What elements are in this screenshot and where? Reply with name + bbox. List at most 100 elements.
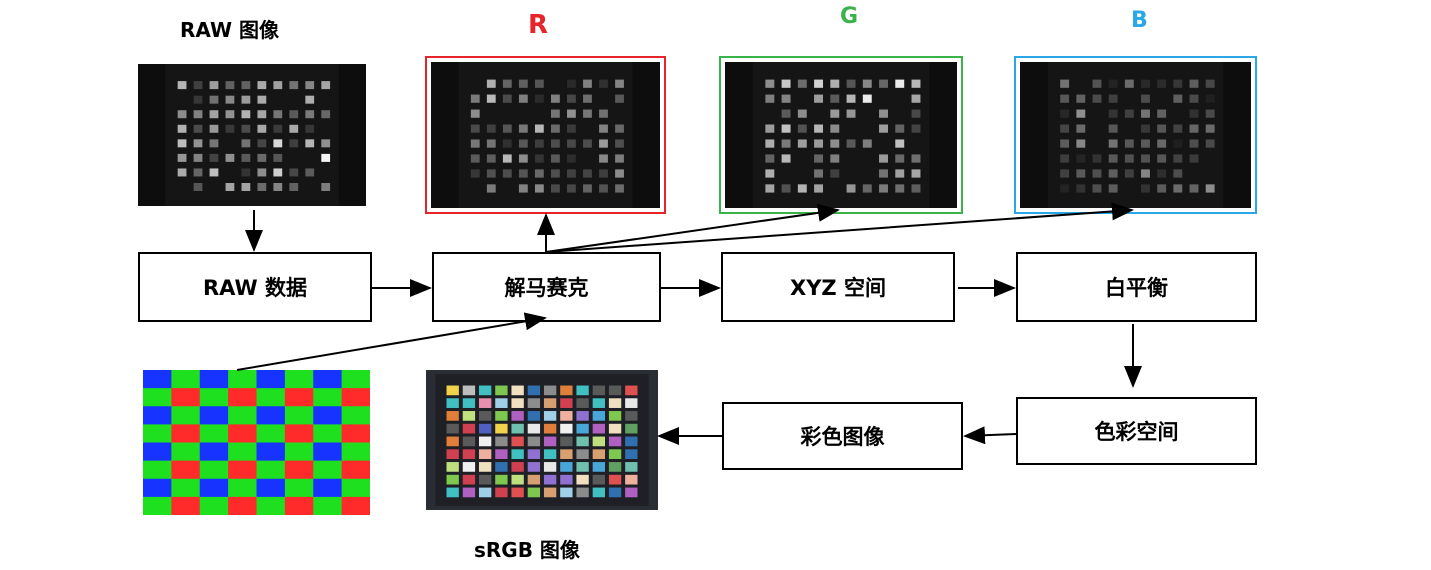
r-channel-label: R	[528, 10, 549, 40]
bayer-cell	[313, 406, 343, 425]
demosaic-label: 解马赛克	[504, 276, 589, 300]
checker-patch	[534, 184, 544, 193]
arrow-color-space-to-color-image	[963, 426, 1017, 445]
srgb-patch	[478, 449, 492, 460]
checker-patch	[1157, 169, 1167, 178]
checker-patch	[1157, 139, 1167, 148]
checker-patch	[257, 95, 267, 104]
checker-patch	[273, 153, 283, 162]
bayer-cell	[284, 496, 314, 515]
g-checker-icon	[725, 62, 957, 208]
white-balance-box: 白平衡	[1016, 252, 1257, 322]
checker-patch	[550, 109, 560, 118]
bayer-cell	[341, 424, 370, 443]
checker-patch	[241, 168, 251, 177]
checker-patch	[781, 124, 791, 133]
srgb-patch	[543, 423, 557, 434]
checker-patch	[846, 109, 856, 118]
raw-data-box: RAW 数据	[138, 252, 372, 322]
checker-patch	[1173, 94, 1183, 103]
srgb-patch	[495, 385, 508, 396]
checker-patch	[879, 184, 888, 193]
checker-patch	[895, 139, 905, 148]
srgb-patch	[495, 487, 508, 498]
checker-patch	[550, 184, 560, 193]
checker-patch	[193, 124, 203, 133]
checker-patch	[862, 79, 872, 88]
bayer-cell	[199, 370, 229, 389]
checker-patch	[257, 124, 267, 133]
checker-patch	[257, 110, 267, 119]
checker-patch	[257, 139, 267, 148]
srgb-patch	[511, 474, 524, 485]
bayer-cell	[313, 496, 343, 515]
srgb-patch	[608, 385, 622, 396]
srgb-patch	[478, 462, 492, 472]
checker-patch	[615, 79, 624, 88]
srgb-patch	[608, 423, 622, 434]
checker-patch	[534, 139, 544, 148]
checker-patch	[567, 124, 576, 133]
checker-patch	[830, 169, 840, 178]
checker-patch	[1108, 124, 1118, 133]
checker-patch	[895, 124, 905, 133]
checker-patch	[1108, 139, 1118, 148]
checker-patch	[797, 109, 807, 118]
bayer-cell	[143, 460, 172, 480]
checker-patch	[830, 139, 840, 148]
checker-patch	[1205, 79, 1215, 88]
bayer-cell	[228, 388, 257, 407]
checker-patch	[765, 169, 775, 178]
srgb-patch	[495, 462, 508, 472]
checker-patch	[599, 169, 608, 178]
checker-patch	[1173, 139, 1183, 148]
bayer-cell	[313, 424, 343, 443]
b-checker-icon	[1020, 62, 1251, 208]
checker-patch	[879, 124, 888, 133]
checker-patch	[534, 169, 544, 178]
bayer-cell	[313, 370, 343, 389]
srgb-patch	[527, 423, 541, 434]
srgb-patch	[495, 436, 508, 447]
checker-patch	[1108, 109, 1118, 118]
checker-patch	[1205, 94, 1215, 103]
checker-patch	[797, 124, 807, 133]
srgb-patch	[511, 436, 524, 447]
srgb-patch	[608, 436, 622, 447]
checker-patch	[289, 139, 299, 148]
checker-patch	[846, 139, 856, 148]
checker-patch	[486, 124, 496, 133]
checker-patch	[486, 154, 496, 163]
checker-patch	[486, 169, 496, 178]
srgb-patch	[625, 385, 638, 396]
bayer-cell	[256, 442, 286, 462]
srgb-patch	[576, 385, 589, 396]
checker-patch	[583, 94, 592, 103]
checker-patch	[1124, 139, 1134, 148]
checker-patch	[193, 81, 203, 90]
r-checker-icon	[431, 62, 660, 208]
xyz-space-label: XYZ 空间	[790, 276, 886, 300]
bayer-cell	[256, 424, 286, 443]
srgb-patch	[478, 411, 492, 421]
checker-patch	[305, 139, 315, 148]
checker-patch	[502, 79, 512, 88]
checker-patch	[1205, 124, 1215, 133]
checker-patch	[1060, 94, 1070, 103]
srgb-patch	[560, 449, 573, 460]
checker-patch	[765, 79, 775, 88]
checker-patch	[567, 109, 576, 118]
checker-patch	[599, 124, 608, 133]
checker-patch	[177, 124, 187, 133]
checker-patch	[321, 110, 331, 119]
srgb-patch	[625, 436, 638, 447]
srgb-patch	[511, 398, 524, 408]
bayer-cell	[284, 406, 314, 425]
checker-patch	[209, 110, 219, 119]
checker-patch	[321, 139, 331, 148]
checker-patch	[765, 139, 775, 148]
bayer-cell	[256, 370, 286, 389]
srgb-patch	[576, 487, 589, 498]
checker-patch	[895, 79, 905, 88]
srgb-patch	[576, 423, 589, 434]
